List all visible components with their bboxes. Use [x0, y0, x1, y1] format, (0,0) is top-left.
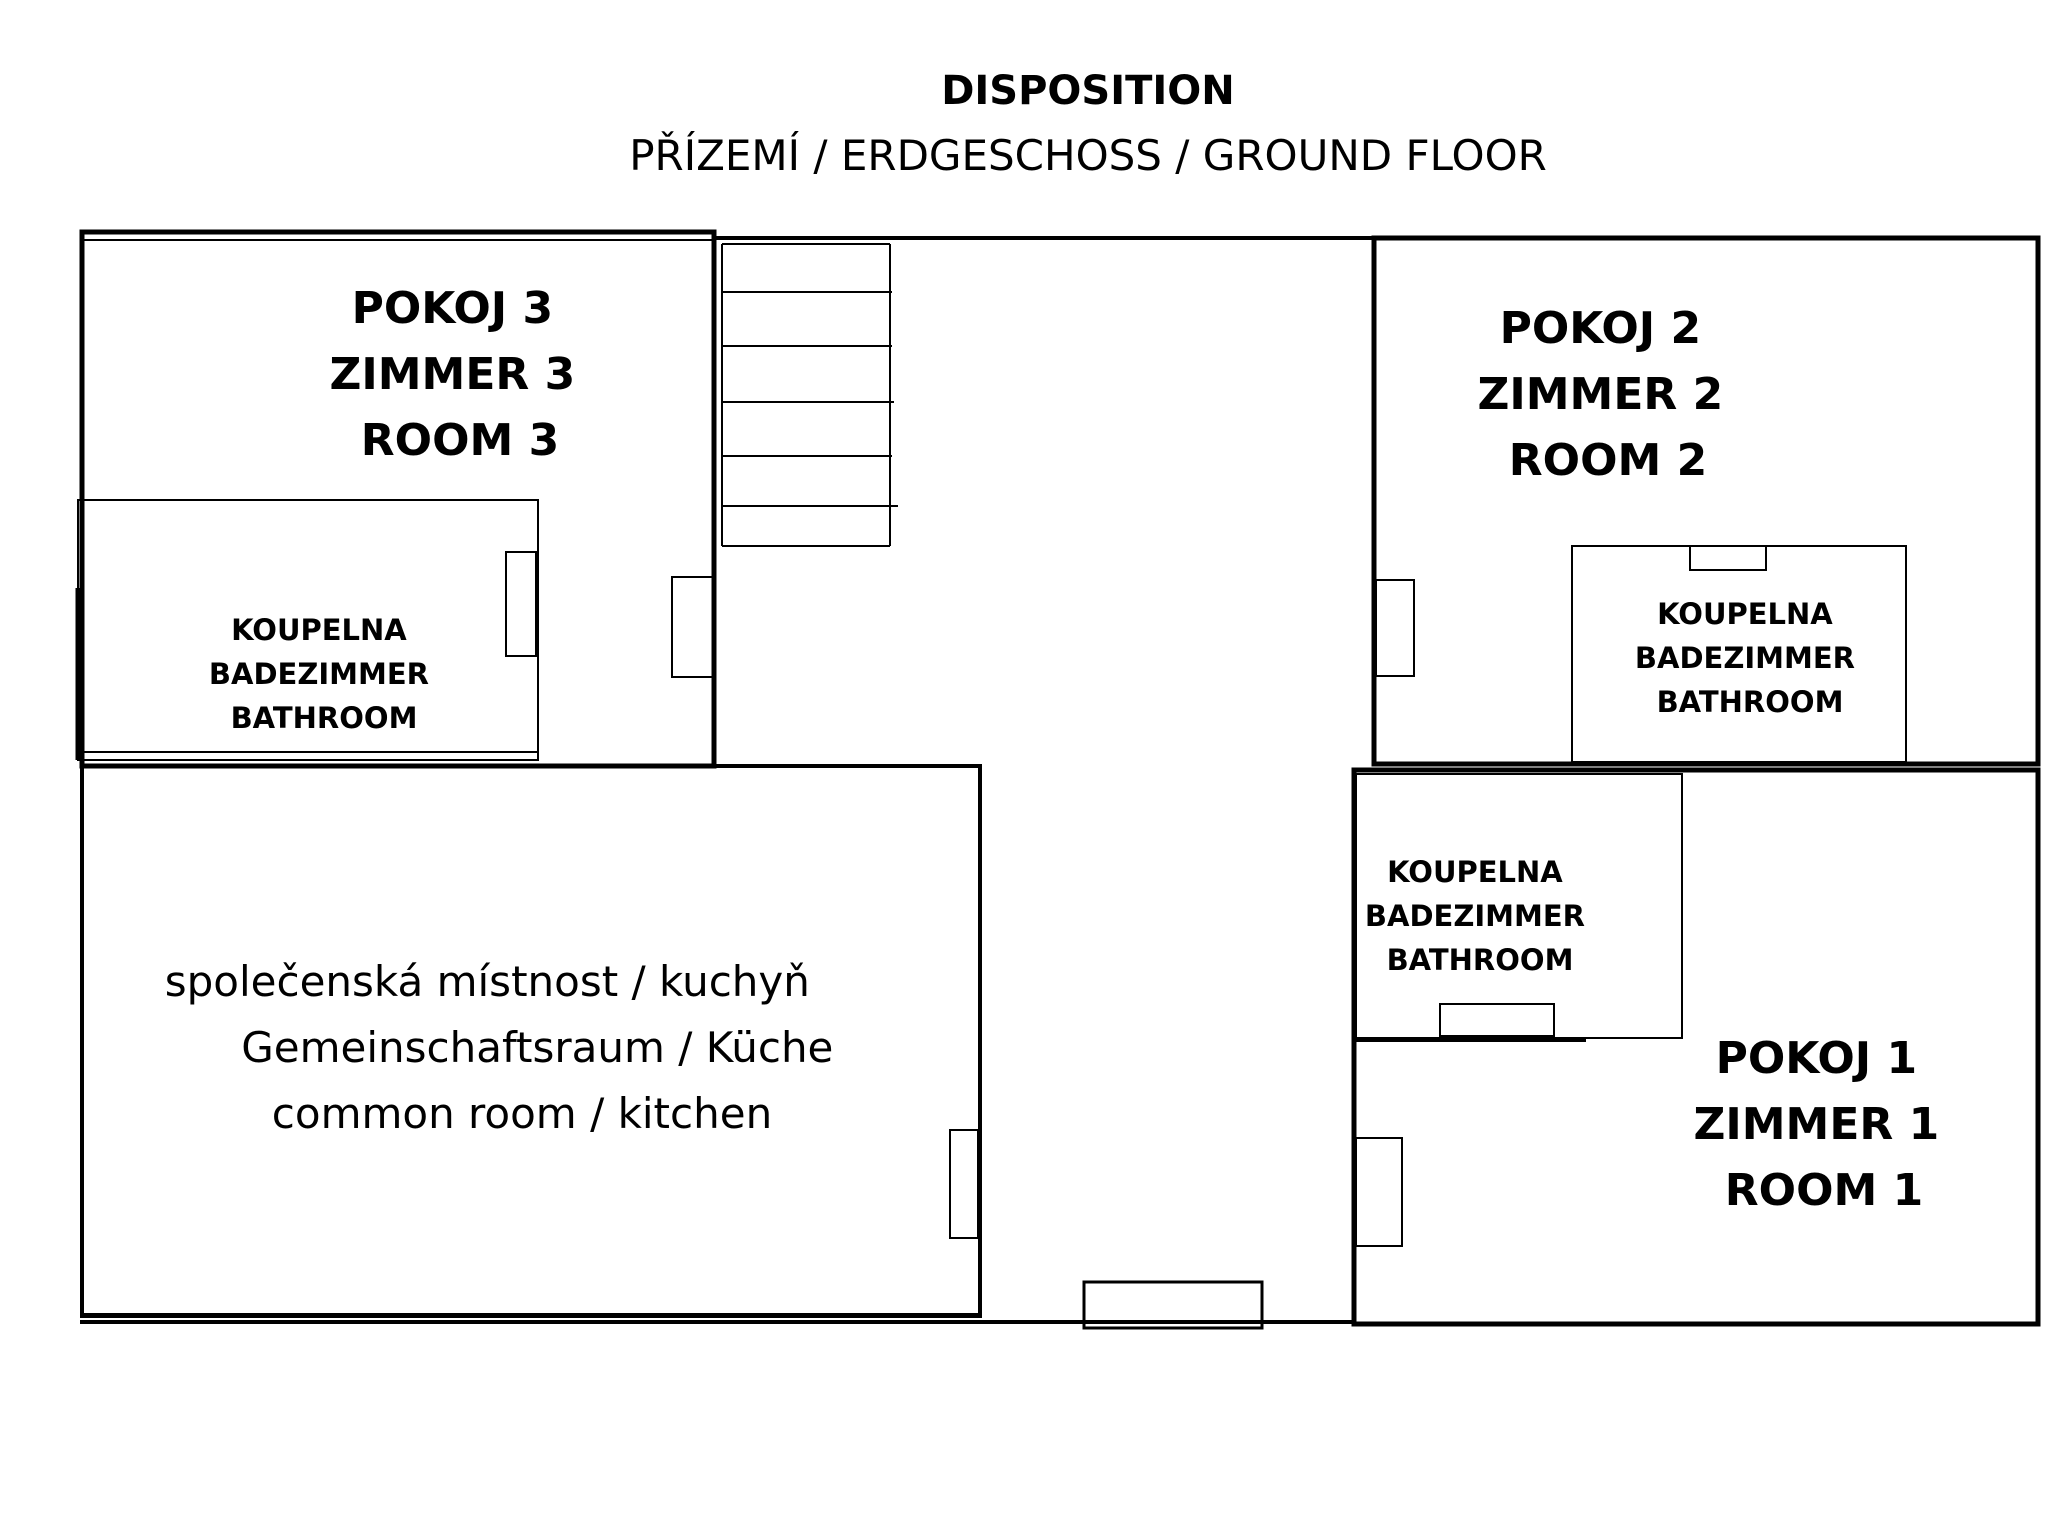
room-2: [1371, 235, 2041, 767]
common-room-label: společenská místnost / kuchyň Gemeinscha…: [165, 957, 847, 1138]
bathroom-room-3-label: KOUPELNA BADEZIMMER BATHROOM: [209, 613, 439, 735]
bathroom-room-1: [1355, 773, 1683, 1042]
common-room-door: [949, 1129, 979, 1239]
entrance-door: [1082, 1280, 1264, 1330]
room-1-door: [1355, 1137, 1403, 1247]
bathroom-room-2-label: KOUPELNA BADEZIMMER BATHROOM: [1635, 597, 1865, 719]
bathroom-room-3: [75, 499, 539, 761]
staircase: [721, 243, 898, 547]
bathroom-room-2-door: [1689, 545, 1767, 571]
room-2-door: [1375, 579, 1415, 677]
room-1: [1351, 767, 2041, 1327]
room-1-label: POKOJ 1 ZIMMER 1 ROOM 1: [1693, 1033, 1954, 1216]
bathroom-room-1-label: KOUPELNA BADEZIMMER BATHROOM: [1365, 855, 1595, 977]
plan-subtitle: PŘÍZEMÍ / ERDGESCHOSS / GROUND FLOOR: [629, 130, 1547, 180]
bathroom-room-2: [1571, 545, 1907, 763]
room-3-label: POKOJ 3 ZIMMER 3 ROOM 3: [329, 283, 590, 466]
common-room: [80, 764, 982, 1318]
bathroom-room-3-door: [505, 551, 537, 657]
outer-walls: [80, 236, 1372, 1324]
bathroom-room-1-door: [1439, 1003, 1555, 1037]
room-3-door: [671, 576, 715, 678]
plan-title: DISPOSITION: [941, 68, 1235, 114]
room-2-label: POKOJ 2 ZIMMER 2 ROOM 2: [1477, 303, 1738, 486]
